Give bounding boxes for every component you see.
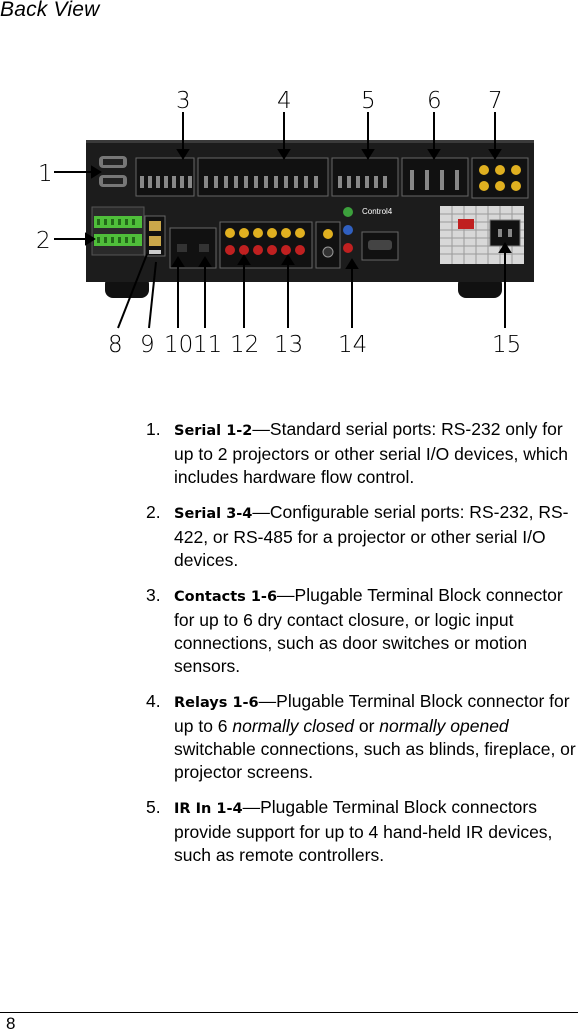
- callout-15: 15: [492, 332, 521, 358]
- port-description-list: 1. Serial 1-2—Standard serial ports: RS-2…: [140, 418, 578, 879]
- video-out-ports: [315, 221, 341, 269]
- item-description: switchable connections, such as blinds, …: [174, 739, 576, 782]
- callout-11: 11: [193, 332, 222, 358]
- list-item: 3. Contacts 1-6—Plugable Terminal Block c…: [140, 584, 578, 678]
- item-description: —Plugable Terminal Block connector for u…: [174, 691, 570, 736]
- audio-rca-block-top: [471, 157, 529, 199]
- serial-ports-1-2: [99, 156, 127, 187]
- callout-9: 9: [140, 332, 155, 358]
- item-description: —Standard serial ports: RS-232 only for …: [174, 419, 568, 487]
- list-item: 5. IR In 1-4—Plugable Terminal Block conn…: [140, 796, 578, 867]
- item-description: —Plugable Terminal Block connector for u…: [174, 585, 563, 676]
- vga-port: [361, 231, 399, 261]
- item-number: 4.: [146, 691, 161, 711]
- item-term: IR In 1-4: [174, 801, 243, 817]
- ir-in-terminal-strip: [331, 157, 399, 197]
- relays-terminal-strip: [197, 157, 329, 197]
- item-number: 5.: [146, 797, 161, 817]
- power-inlet: [489, 219, 521, 247]
- callout-2: 2: [36, 228, 51, 254]
- item-emphasis: normally closed: [232, 716, 354, 736]
- callout-7: 7: [488, 88, 503, 114]
- list-item: 4. Relays 1-6—Plugable Terminal Block con…: [140, 690, 578, 784]
- item-term: Contacts 1-6: [174, 589, 278, 605]
- item-term: Serial 1-2: [174, 423, 253, 439]
- callout-3: 3: [176, 88, 191, 114]
- contacts-terminal-strip: [135, 157, 195, 197]
- fan-vent: [440, 206, 524, 264]
- callout-6: 6: [427, 88, 442, 114]
- footer-rule: [0, 1012, 578, 1013]
- callout-14: 14: [338, 332, 367, 358]
- item-description: —Configurable serial ports: RS-232, RS-4…: [174, 502, 569, 570]
- callout-8: 8: [108, 332, 123, 358]
- callout-5: 5: [361, 88, 376, 114]
- serial-ports-3-4-terminal: [91, 206, 145, 256]
- item-term: Relays 1-6: [174, 695, 259, 711]
- callout-10: 10: [164, 332, 193, 358]
- ir-out-terminal-strip: [401, 157, 469, 197]
- item-number: 3.: [146, 585, 161, 605]
- section-title: Back View: [0, 0, 100, 21]
- item-description: or: [353, 716, 380, 736]
- callout-leader-lines: [54, 112, 512, 329]
- item-description: —Plugable Terminal Block connectors prov…: [174, 797, 553, 865]
- audio-rca-inputs-outputs: [219, 221, 313, 269]
- ethernet-usb-ports: [144, 215, 166, 257]
- item-term: Serial 3-4: [174, 506, 253, 522]
- back-panel-figure: Control4 3 4 5 6 7 1 2 8: [36, 88, 534, 358]
- list-item: 2. Serial 3-4—Configurable serial ports: …: [140, 501, 578, 572]
- callout-12: 12: [230, 332, 259, 358]
- item-emphasis: normally opened: [379, 716, 509, 736]
- component-video-ports: [343, 207, 353, 253]
- brand-label: Control4: [362, 207, 393, 216]
- page-number: 8: [6, 1014, 16, 1033]
- callout-1: 1: [38, 161, 53, 187]
- list-item: 1. Serial 1-2—Standard serial ports: RS-2…: [140, 418, 578, 489]
- callout-13: 13: [274, 332, 303, 358]
- item-number: 1.: [146, 419, 161, 439]
- callout-4: 4: [277, 88, 292, 114]
- item-number: 2.: [146, 502, 161, 522]
